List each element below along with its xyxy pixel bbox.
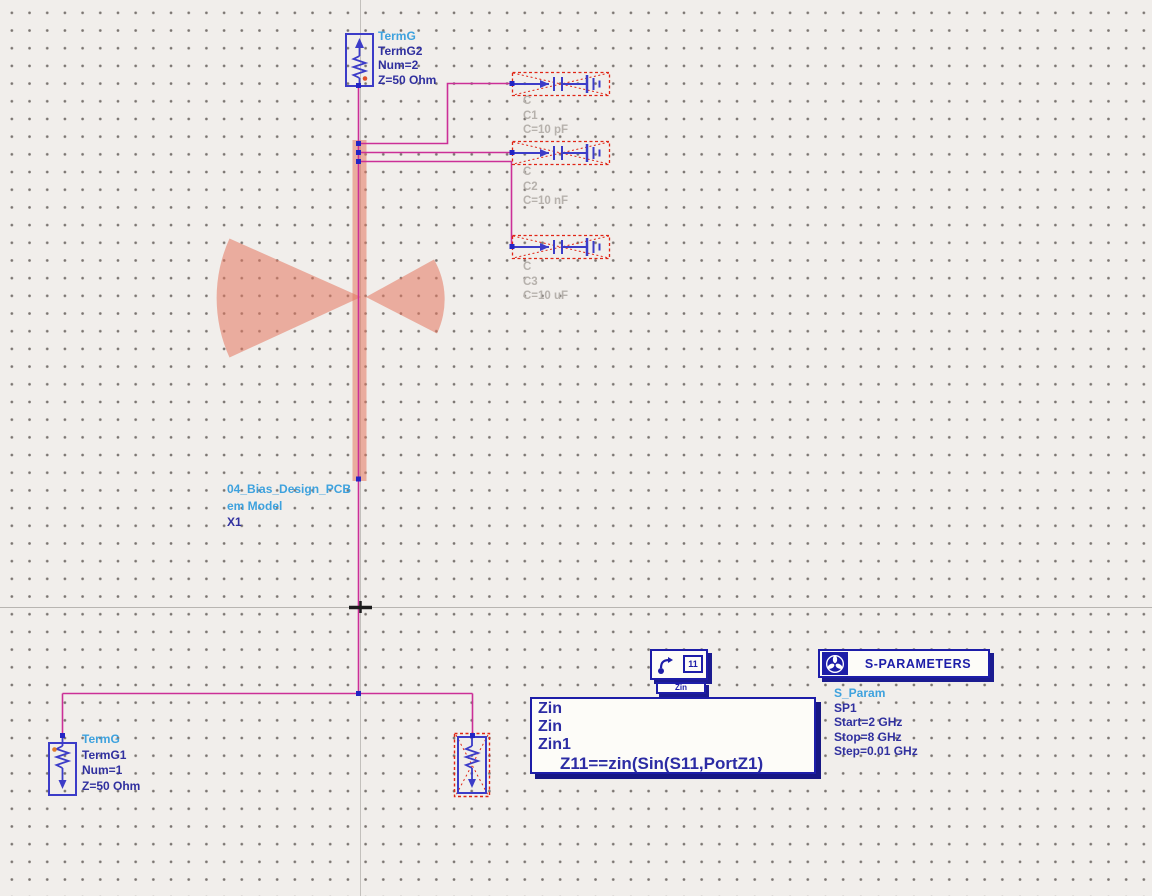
cap-c3-name-label[interactable]: C3 (523, 275, 538, 288)
zin-equation[interactable]: Z11==zin(Sin(S11,PortZ1) (560, 754, 764, 773)
sparam-type-label: S_Param (834, 686, 886, 700)
sparam-start-param[interactable]: Start=2 GHz (834, 715, 903, 729)
term-g1-z-param[interactable]: Z=50 Ohm (82, 778, 141, 793)
cap-c2-value-param[interactable]: C=10 nF (523, 195, 569, 207)
s-parameters-block[interactable]: S-PARAMETERS (818, 649, 990, 678)
cap-c1-type-label: C (523, 95, 532, 107)
port-11-badge: 11 (683, 655, 703, 673)
term-g2-name-label[interactable]: TermG2 (378, 43, 423, 58)
cap-c2-type-label: C (523, 166, 532, 178)
em-model-cell-label: 04_Bias_Design_PCB (227, 482, 352, 496)
term-g2-num-param[interactable]: Num=2 (378, 58, 419, 72)
term-g2-z-param[interactable]: Z=50 Ohm (378, 72, 437, 87)
sparam-stop-param[interactable]: Stop=8 GHz (834, 729, 902, 744)
wire-nodes (60, 81, 515, 738)
cap-c3-type-label: C (523, 261, 532, 273)
sparam-logo (822, 652, 848, 675)
term-g1-type-label: TermG (82, 732, 120, 746)
pinwheel-icon (826, 654, 844, 673)
term-g2-type-label: TermG (378, 29, 416, 43)
zin-title: Zin (538, 700, 562, 717)
sparam-name-label[interactable]: SP1 (834, 700, 857, 715)
term-g1-num-param[interactable]: Num=1 (82, 763, 123, 777)
term-g1-symbol[interactable] (48, 737, 77, 796)
zin-instance-label[interactable]: Zin1 (538, 736, 571, 753)
capacitor-c2-symbol[interactable] (511, 140, 611, 166)
port-network-icon (658, 657, 673, 674)
em-model-trace[interactable] (216, 140, 445, 481)
term-g2-symbol[interactable] (345, 33, 374, 87)
term-selected-symbol[interactable] (453, 732, 491, 798)
term-g2-pin2-dot (362, 76, 368, 81)
cap-c1-value-param[interactable]: C=10 pF (523, 124, 569, 136)
zin-type-label: Zin (538, 718, 562, 735)
zin-icon-block[interactable]: 11 (650, 649, 708, 680)
cap-c2-name-label[interactable]: C2 (523, 180, 538, 193)
cap-c1-name-label[interactable]: C1 (523, 109, 538, 122)
origin-cross (349, 601, 372, 613)
zin-measurement-box[interactable]: Zin Zin Zin1 Z11==zin(Sin(S11,PortZ1) (530, 697, 816, 774)
wires[interactable] (61, 82, 513, 738)
term-g1-pin-dot (52, 747, 57, 752)
zin-icon-caption: Zin (656, 682, 706, 694)
sparam-title: S-PARAMETERS (864, 656, 972, 671)
capacitor-c3-symbol[interactable] (511, 234, 611, 260)
cap-c3-value-param[interactable]: C=10 uF (523, 290, 569, 302)
term-g1-name-label[interactable]: TermG1 (82, 747, 127, 762)
em-model-instance-label[interactable]: X1 (227, 515, 242, 529)
capacitor-c1-symbol[interactable] (511, 71, 611, 97)
sparam-step-param[interactable]: Step=0.01 GHz (834, 744, 918, 758)
em-model-kind-label: em Model (227, 498, 283, 513)
